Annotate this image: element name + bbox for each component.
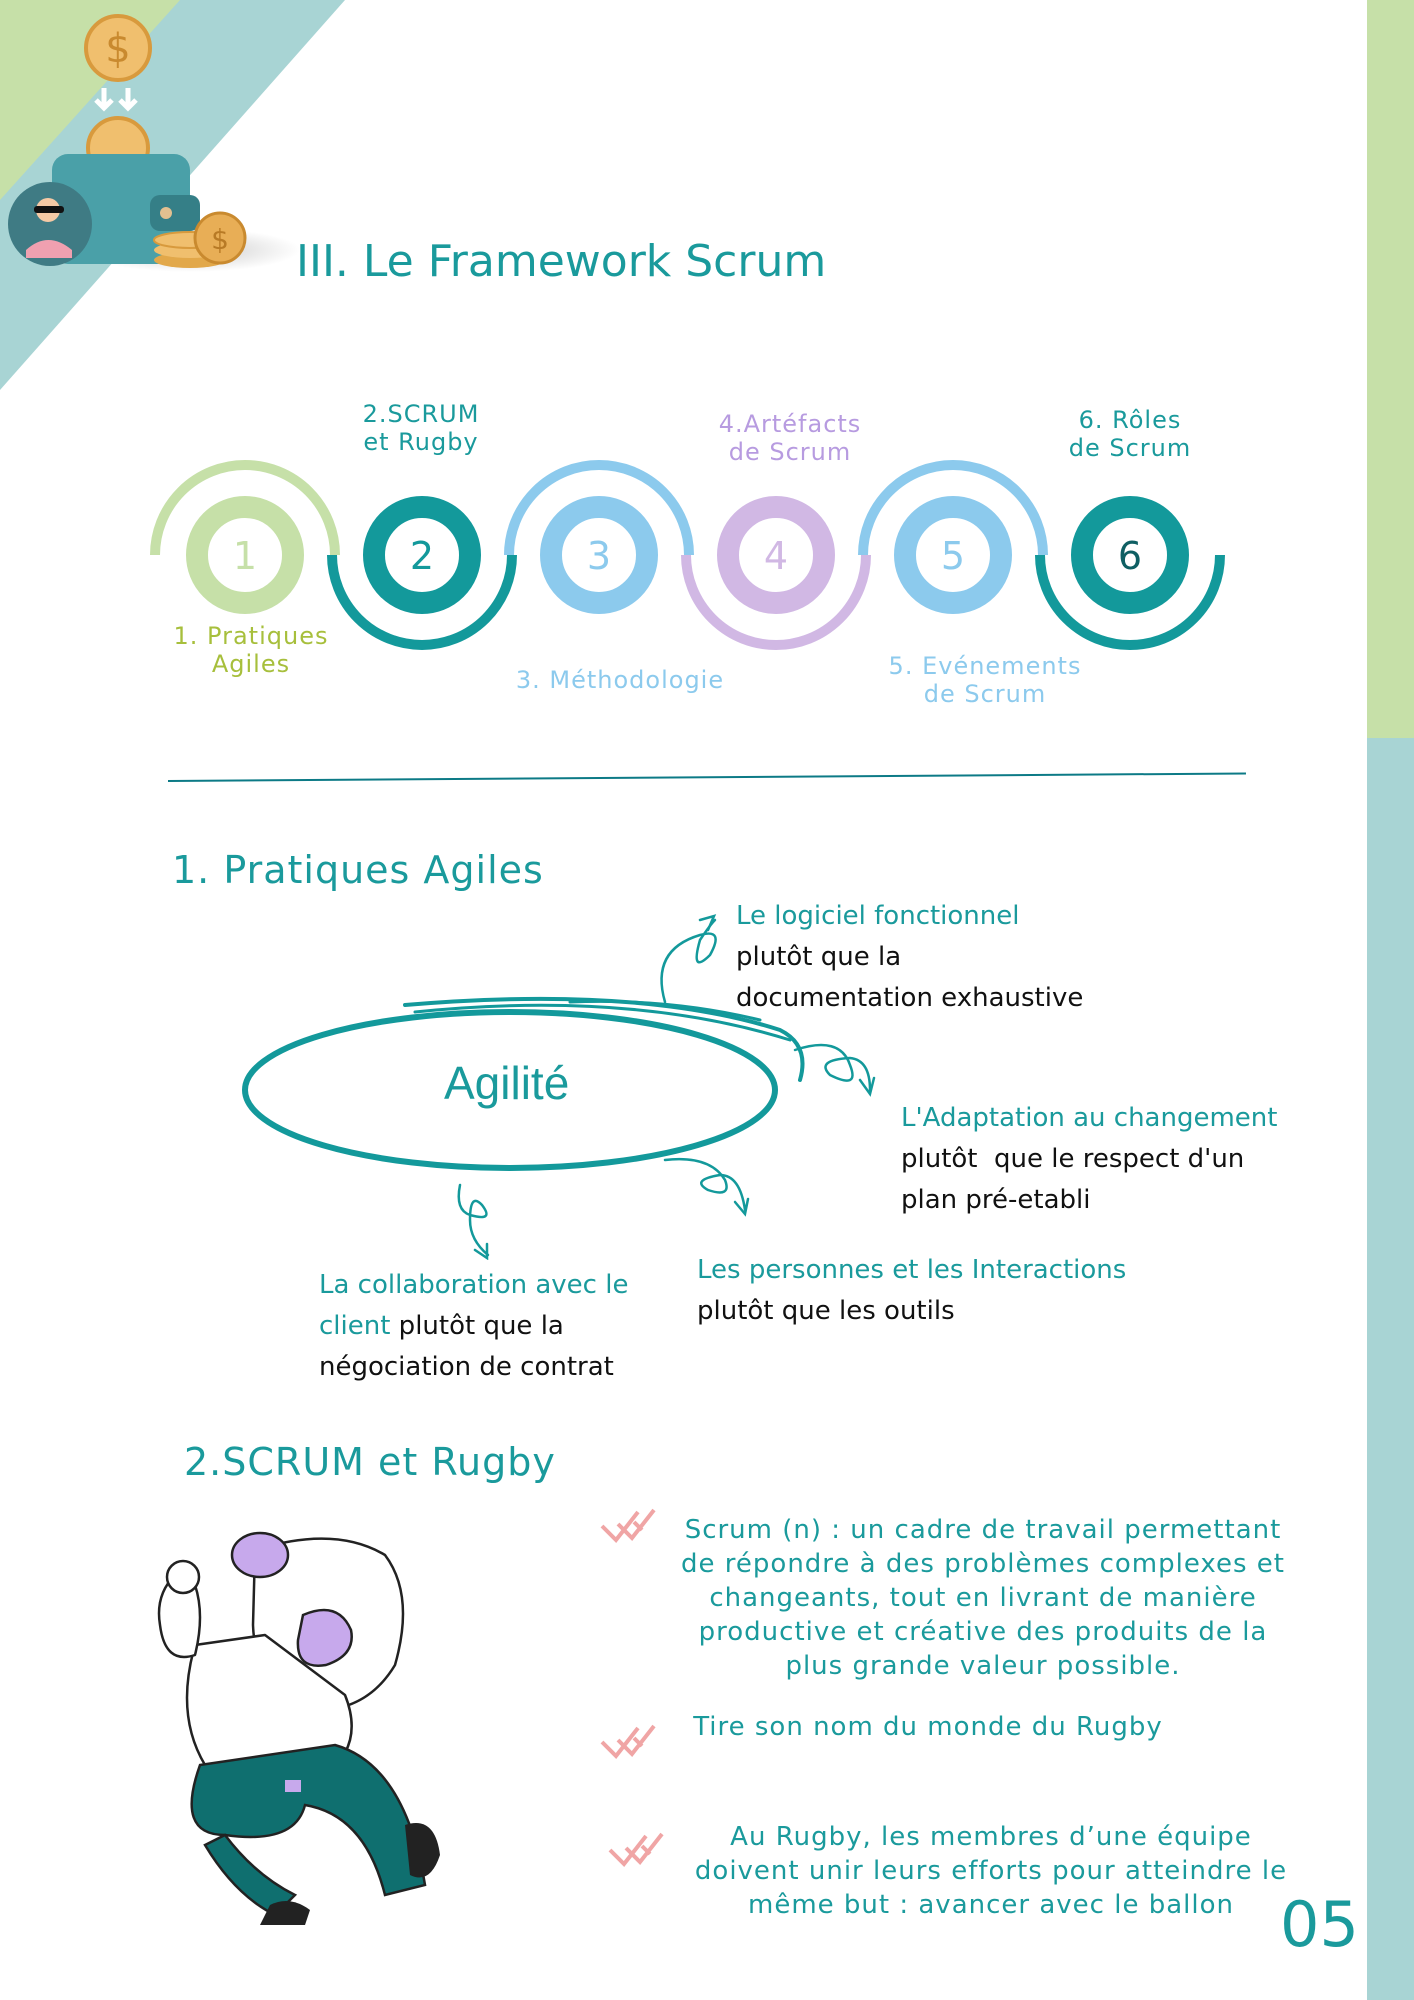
agility-center-label: Agilité (444, 1057, 570, 1109)
page-number: 05 (1280, 1888, 1359, 1961)
step-circle-6[interactable] (1071, 496, 1189, 614)
agile-value-2-highlight: L'Adaptation au changement (901, 1103, 1278, 1133)
step-label-6[interactable]: 6. Rôles de Scrum (1068, 406, 1192, 462)
step-circle-3[interactable] (540, 496, 658, 614)
scrum-point-3: Au Rugby, les membres d’une équipe doive… (694, 1822, 1288, 1920)
scrum-point-1: Scrum (n) : un cadre de travail permetta… (681, 1515, 1285, 1681)
step-label-3[interactable]: 3. Méthodologie (515, 666, 725, 694)
side-band-green (1367, 0, 1414, 738)
agile-value-3-rest: plutôt que les outils (697, 1296, 955, 1326)
agile-value-2-rest: plutôt que le respect d'un plan pré-etab… (901, 1144, 1245, 1215)
agility-scribble (242, 914, 876, 1260)
step-arc-2 (327, 554, 517, 650)
page-title: III. Le Framework Scrum (296, 236, 827, 287)
agile-value-4-highlight: La collaboration avec le client (319, 1270, 629, 1341)
step-arc-5 (858, 460, 1048, 556)
step-number-3: 3 (587, 534, 611, 578)
svg-text:$: $ (211, 223, 229, 256)
step-number-5: 5 (941, 534, 965, 578)
checkmark-icon (600, 1508, 656, 1544)
agile-value-3-highlight: Les personnes et les Interactions (697, 1255, 1127, 1285)
agile-value-1: Le logiciel fonctionnel plutôt que la do… (736, 896, 1083, 1019)
checkmark-icon (600, 1724, 656, 1760)
section-title-agile: 1. Pratiques Agiles (172, 848, 544, 892)
step-label-4[interactable]: 4.Artéfacts de Scrum (718, 410, 862, 466)
step-arc-6 (1035, 554, 1225, 650)
checkmark-icon (608, 1832, 664, 1868)
step-number-1: 1 (233, 534, 257, 578)
step-circle-4[interactable] (717, 496, 835, 614)
wallet-coins-illustration: $ $ (8, 14, 300, 272)
section-divider (167, 772, 1246, 782)
step-number-6: 6 (1118, 534, 1142, 578)
step-arc-4 (681, 554, 871, 650)
step-number-2: 2 (410, 534, 434, 578)
svg-text:$: $ (105, 26, 130, 72)
step-circle-1[interactable] (186, 496, 304, 614)
agile-value-1-rest: plutôt que la documentation exhaustive (736, 942, 1084, 1013)
step-label-5[interactable]: 5. Evénements de Scrum (888, 652, 1082, 708)
section-title-scrum-rugby: 2.SCRUM et Rugby (184, 1440, 556, 1484)
scrum-point-2: Tire son nom du monde du Rugby (693, 1712, 1163, 1742)
agile-value-4: La collaboration avec le client plutôt q… (319, 1265, 628, 1388)
step-label-1[interactable]: 1. Pratiques Agiles (173, 622, 329, 678)
step-circle-5[interactable] (894, 496, 1012, 614)
rugby-player-illustration (157, 1531, 440, 1925)
step-number-4: 4 (764, 534, 788, 578)
side-band-blue (1367, 738, 1414, 2000)
agile-value-2: L'Adaptation au changement plutôt que le… (901, 1098, 1277, 1221)
agile-value-4-rest: plutôt que la négociation de contrat (319, 1311, 614, 1382)
step-arc-3 (504, 460, 694, 556)
step-label-2[interactable]: 2.SCRUM et Rugby (362, 400, 480, 456)
step-circle-2[interactable] (363, 496, 481, 614)
steps-timeline: 1 2 3 4 5 6 (150, 460, 1225, 650)
step-arc-1 (150, 460, 340, 556)
agile-value-3: Les personnes et les Interactions plutôt… (697, 1250, 1126, 1332)
agile-value-1-highlight: Le logiciel fonctionnel (736, 901, 1020, 931)
